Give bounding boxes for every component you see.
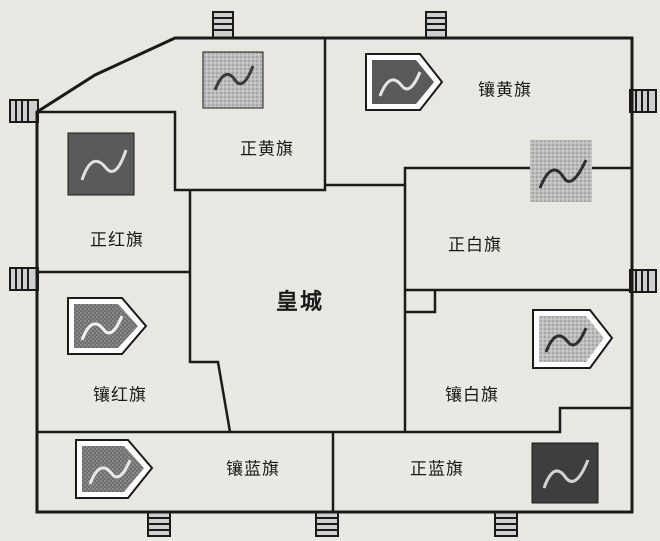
flag-xiang-huang (365, 53, 444, 111)
city-wall (35, 36, 634, 514)
zheng-bai-label: 正白旗 (446, 230, 504, 256)
gate-tower-icon (315, 511, 339, 537)
gate-tower-icon (9, 99, 39, 123)
zheng-hong-label: 正红旗 (88, 225, 146, 251)
xiang-lan-label: 镶蓝旗 (224, 454, 282, 480)
xiang-huang-label: 镶黄旗 (476, 75, 534, 101)
flag-zheng-hong (67, 132, 135, 196)
district-boundaries (37, 38, 632, 512)
flag-zheng-lan (531, 442, 599, 504)
xiang-hong-label: 镶红旗 (91, 380, 149, 406)
flag-zheng-huang (202, 51, 264, 109)
gate-tower-icon (629, 269, 657, 293)
zheng-huang-label: 正黄旗 (238, 134, 296, 160)
gate-tower-icon (425, 11, 447, 39)
gate-tower-icon (212, 11, 234, 39)
gate-tower-icon (147, 511, 171, 537)
xiang-bai-label: 镶白旗 (443, 380, 501, 406)
flag-xiang-lan (75, 439, 154, 499)
zheng-lan-label: 正蓝旗 (408, 454, 466, 480)
imperial-city-label: 皇城 (275, 289, 325, 315)
flag-zheng-bai (530, 140, 592, 202)
gate-tower-icon (9, 267, 39, 291)
flag-xiang-bai (532, 309, 614, 369)
flag-xiang-hong (67, 297, 148, 355)
gate-towers (9, 11, 657, 537)
gate-tower-icon (494, 511, 518, 537)
gate-tower-icon (629, 89, 657, 113)
